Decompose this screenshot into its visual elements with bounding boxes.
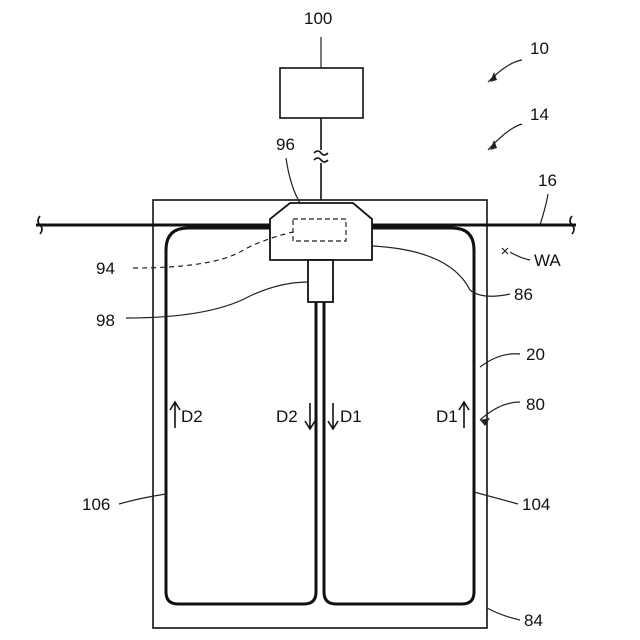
label-98: 98 bbox=[96, 311, 115, 330]
leader-20 bbox=[480, 354, 520, 367]
label-d1-right: D1 bbox=[436, 407, 458, 426]
label-94: 94 bbox=[96, 259, 115, 278]
label-14: 14 bbox=[530, 105, 549, 124]
leader-80 bbox=[480, 402, 520, 420]
arrowhead-10-icon bbox=[490, 72, 497, 82]
leader-94 bbox=[133, 232, 293, 268]
leader-16 bbox=[540, 194, 548, 225]
work-area-marker-icon bbox=[502, 248, 508, 254]
leader-96 bbox=[286, 158, 300, 203]
label-10: 10 bbox=[530, 39, 549, 58]
arrow-up-left-icon bbox=[170, 402, 180, 428]
label-86: 86 bbox=[514, 285, 533, 304]
label-d2-center: D2 bbox=[276, 407, 298, 426]
leader-84 bbox=[487, 608, 520, 620]
label-d1-center: D1 bbox=[340, 407, 362, 426]
hoist-unit-body bbox=[270, 203, 372, 260]
label-96: 96 bbox=[276, 135, 295, 154]
label-wa: WA bbox=[534, 251, 561, 270]
arrow-up-right-icon bbox=[459, 402, 469, 428]
leader-86 bbox=[372, 246, 510, 296]
label-16: 16 bbox=[538, 171, 557, 190]
controller-box bbox=[280, 68, 363, 118]
gripper-block bbox=[308, 260, 333, 302]
label-100: 100 bbox=[304, 9, 332, 28]
label-84: 84 bbox=[524, 611, 543, 630]
arrow-down-center-right-icon bbox=[328, 403, 338, 429]
cable-break-icon bbox=[314, 151, 328, 162]
leader-104 bbox=[474, 492, 518, 504]
label-80: 80 bbox=[526, 395, 545, 414]
label-d2-left: D2 bbox=[181, 407, 203, 426]
leader-wa bbox=[510, 252, 530, 260]
label-106: 106 bbox=[82, 495, 110, 514]
arrow-down-center-left-icon bbox=[305, 403, 315, 429]
label-20: 20 bbox=[526, 345, 545, 364]
leader-106 bbox=[119, 494, 166, 504]
label-104: 104 bbox=[522, 495, 550, 514]
